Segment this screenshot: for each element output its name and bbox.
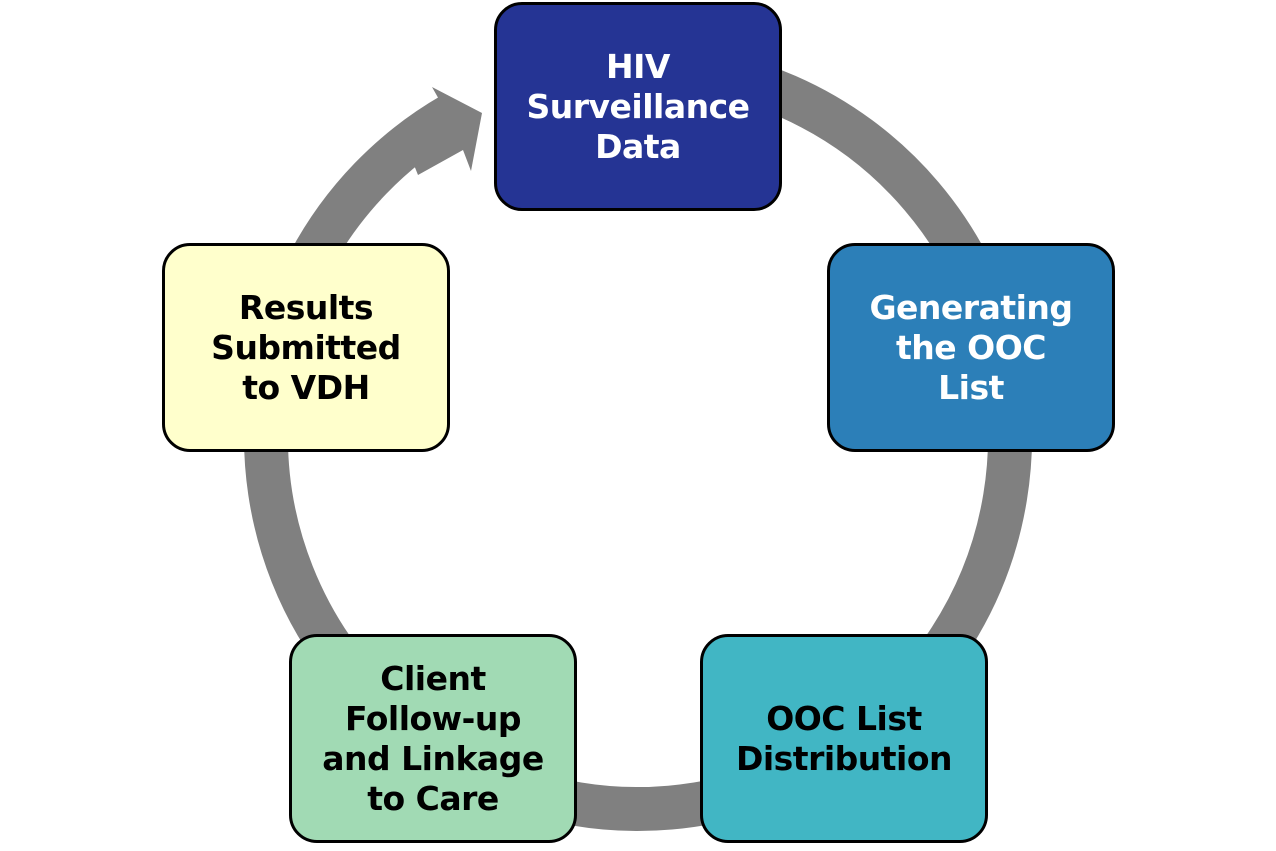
step-client-follow-up-linkage: Client Follow-up and Linkage to Care [289,634,577,843]
step-results-submitted-vdh: Results Submitted to VDH [162,243,450,452]
step-label: Results Submitted to VDH [211,287,401,407]
step-ooc-list-distribution: OOC List Distribution [700,634,988,843]
step-label: OOC List Distribution [735,698,953,778]
step-label: Generating the OOC List [869,287,1073,407]
step-label: HIV Surveillance Data [526,46,750,166]
step-hiv-surveillance-data: HIV Surveillance Data [494,2,782,211]
step-label: Client Follow-up and Linkage to Care [322,658,544,818]
arrowhead-icon [400,87,482,175]
step-generating-ooc-list: Generating the OOC List [827,243,1115,452]
